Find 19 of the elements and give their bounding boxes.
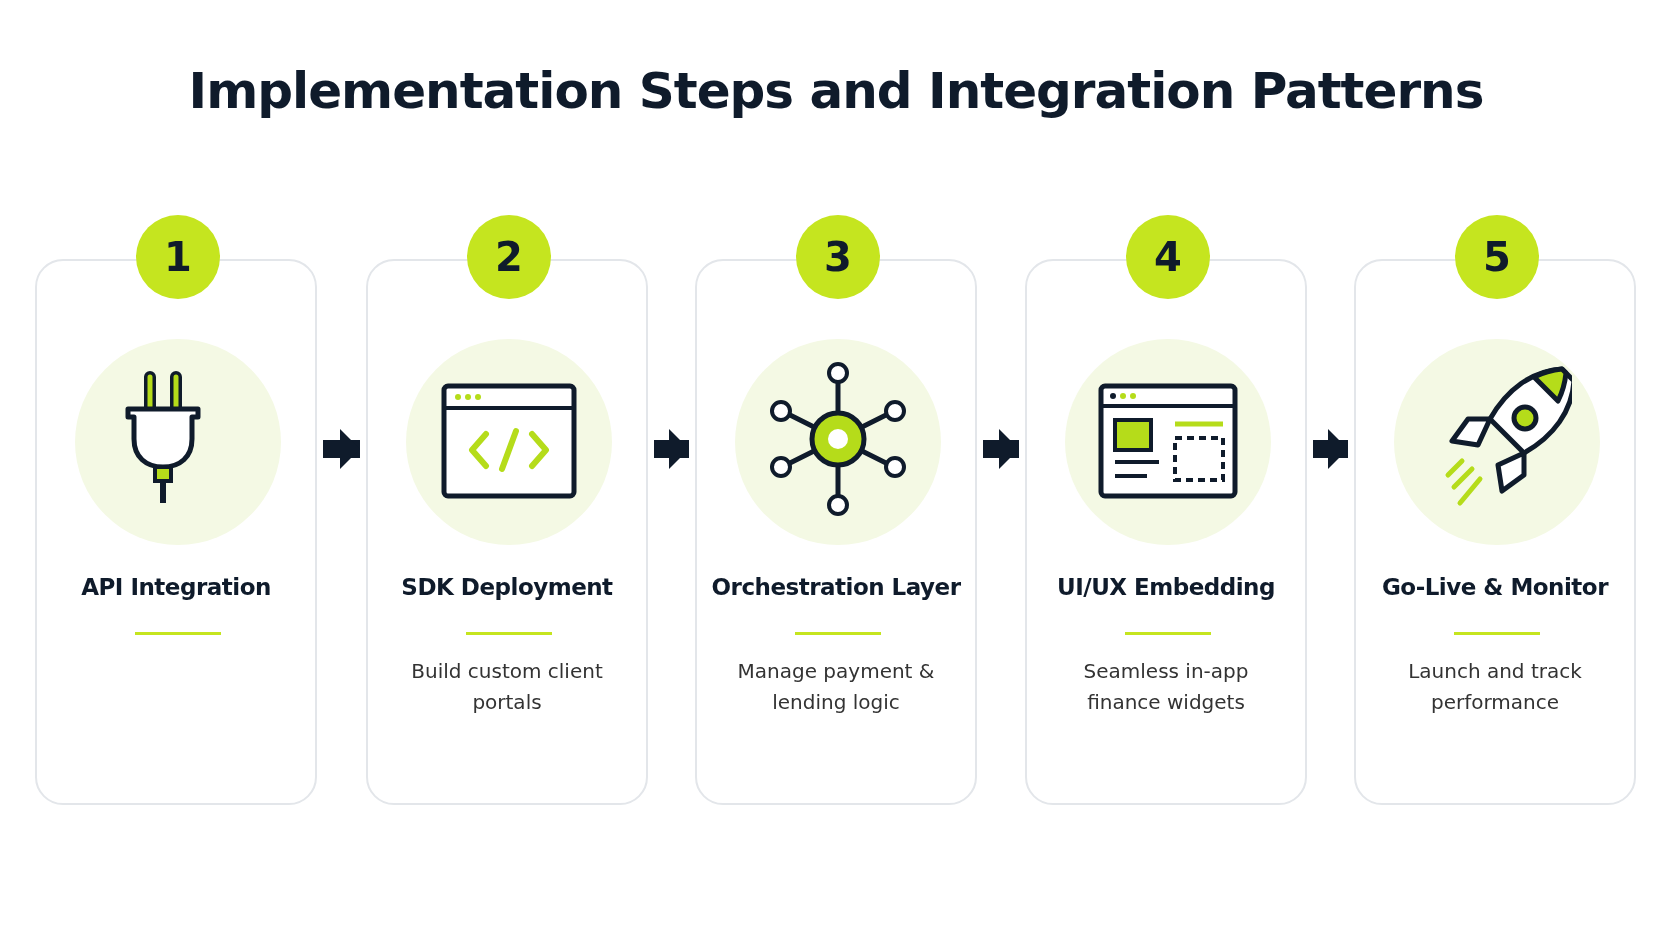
step-title: Orchestration Layer: [710, 574, 962, 600]
arrow: [654, 429, 689, 469]
step-description: Seamless in-app finance widgets: [1082, 658, 1250, 716]
step-number: 2: [467, 215, 551, 299]
step-description: Launch and track performance: [1407, 658, 1583, 716]
title: Implementation Steps and Integration Patterns: [187, 62, 1485, 120]
step-number: 4: [1126, 215, 1210, 299]
step-description: Build custom client portals: [410, 658, 604, 716]
arrow: [983, 429, 1019, 469]
step-number: 1: [136, 215, 220, 299]
step-number: 5: [1455, 215, 1539, 299]
step-number: 3: [796, 215, 880, 299]
step-title: UI/UX Embedding: [1056, 574, 1276, 600]
arrow: [323, 429, 360, 469]
step-title: Go-Live & Monitor: [1381, 574, 1610, 600]
arrow: [1313, 429, 1348, 469]
step-title: SDK Deployment: [400, 574, 614, 600]
step-description: Manage payment & lending logic: [736, 658, 936, 716]
step-title: API Integration: [80, 574, 272, 600]
